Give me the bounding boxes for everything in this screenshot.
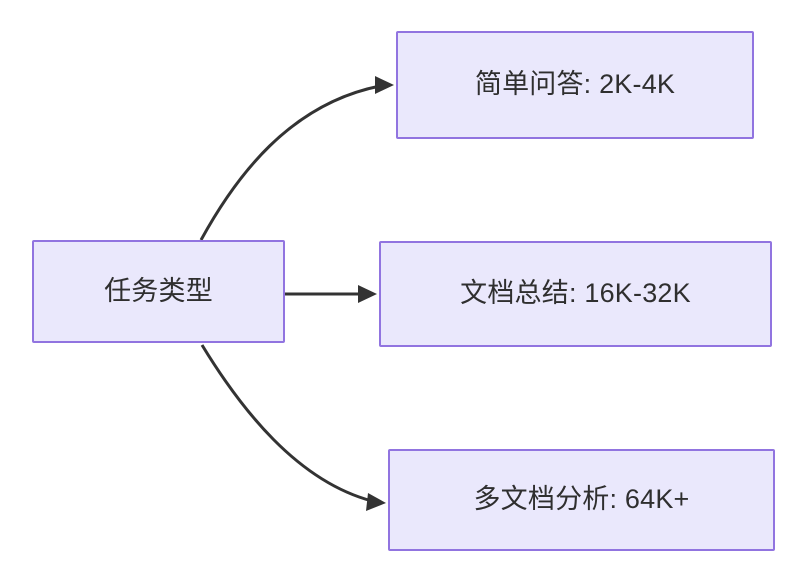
arrowhead-icon bbox=[358, 285, 377, 303]
edge-root-to-document-summary bbox=[285, 285, 377, 303]
node-multi-doc-analysis-label: 多文档分析: 64K+ bbox=[473, 484, 690, 515]
node-simple-qa-label: 简单问答: 2K-4K bbox=[474, 69, 676, 100]
node-simple-qa[interactable]: 简单问答: 2K-4K bbox=[396, 31, 754, 139]
node-document-summary-label: 文档总结: 16K-32K bbox=[460, 278, 691, 309]
arrowhead-icon bbox=[366, 493, 386, 511]
node-document-summary[interactable]: 文档总结: 16K-32K bbox=[379, 241, 772, 347]
node-multi-doc-analysis[interactable]: 多文档分析: 64K+ bbox=[388, 449, 775, 551]
node-task-type-label: 任务类型 bbox=[104, 275, 213, 306]
node-task-type[interactable]: 任务类型 bbox=[32, 240, 285, 343]
arrowhead-icon bbox=[375, 76, 394, 94]
edge-root-to-simple-qa bbox=[199, 76, 394, 241]
edge-root-to-multi-doc-analysis bbox=[200, 344, 386, 511]
